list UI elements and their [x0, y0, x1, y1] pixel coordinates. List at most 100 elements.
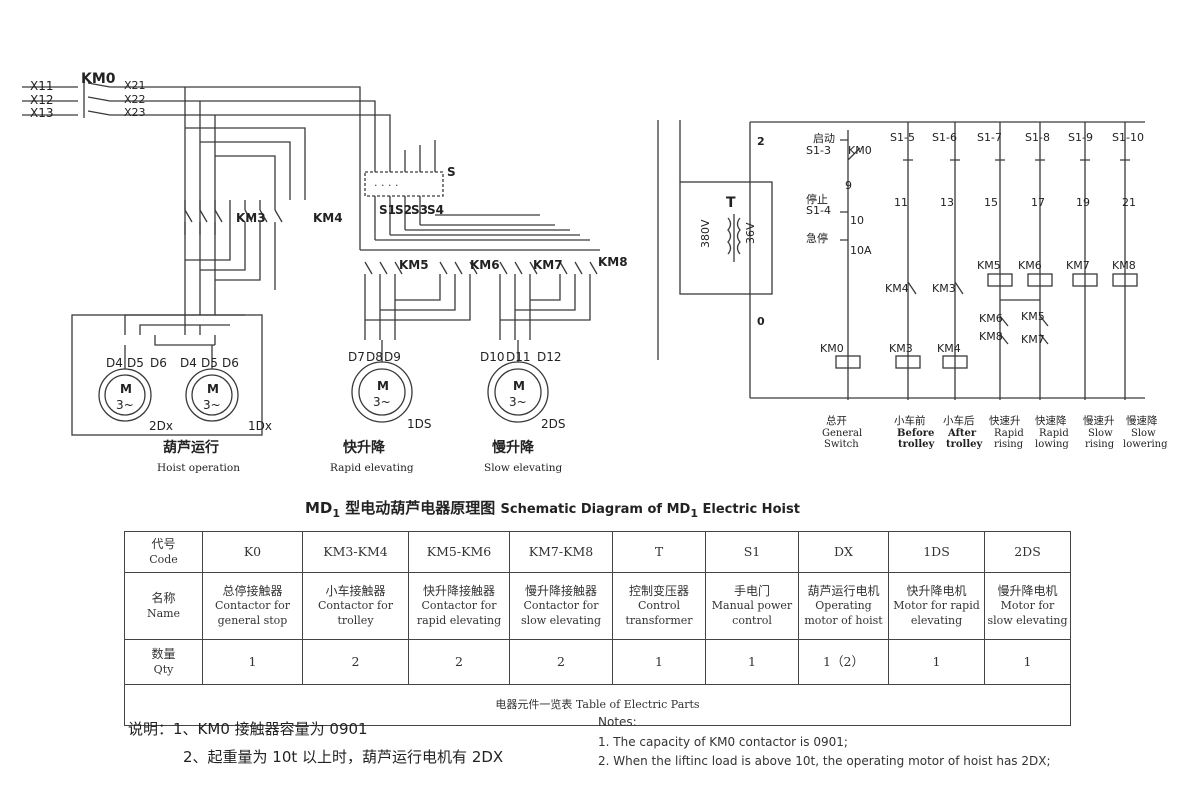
table-cell: 1DS — [888, 531, 985, 573]
motor-1ds-id: 1DS — [407, 417, 432, 431]
interlock-km3 — [954, 281, 964, 295]
caption-slow-rise-cn: 慢速升 — [1083, 415, 1115, 427]
interlock-label-km6: KM6 — [979, 312, 1003, 325]
label-d7: D7 — [348, 350, 365, 364]
start-km0: KM0 — [848, 144, 872, 157]
label-d5a: D5 — [127, 356, 144, 370]
motor-1dx-symbol: M — [207, 382, 219, 396]
km5-km8-contacts — [364, 261, 598, 275]
label-x12: X12 — [30, 93, 54, 107]
table-cell: 1（2） — [798, 639, 889, 685]
caption-before-en1: Before — [897, 428, 935, 439]
control-rail-2 — [749, 121, 1145, 398]
title-cn: 型电动葫芦电器原理图 — [345, 499, 496, 517]
svg-text:. . . .: . . . . — [374, 176, 398, 189]
note-cn-1: 说明：1、KM0 接触器容量为 0901 — [128, 720, 368, 738]
start-label-cn: 启动 — [813, 132, 835, 145]
interlock-label-km7: KM7 — [1021, 333, 1045, 346]
table-caption: 电器元件一览表 Table of Electric Parts — [124, 684, 1071, 726]
ctrl-node-2: 2 — [757, 135, 765, 148]
name-cell-cn: 控制变压器 — [628, 584, 689, 599]
motor-2ds-symbol: M — [513, 379, 525, 393]
node-17: 17 — [1031, 196, 1045, 209]
motor-2ds-id: 2DS — [541, 417, 566, 431]
caption-general-cn: 总开 — [826, 415, 847, 427]
transformer-coils — [727, 214, 741, 262]
control-s1-series — [840, 139, 848, 241]
label-s1: S1 — [379, 203, 396, 217]
coil-km0 — [835, 355, 861, 369]
rapid-caption-cn: 快升降 — [343, 440, 385, 456]
note-cn-2: 2、起重量为 10t 以上时，葫芦运行电机有 2DX — [183, 748, 504, 766]
name-cell-cn: 快升降接触器 — [422, 584, 495, 599]
caption-rapid-rise-en2: rising — [994, 439, 1024, 450]
label-x21: X21 — [124, 79, 146, 92]
name-cell-cn: 手电门 — [733, 584, 770, 599]
qty-cn: 数量 — [151, 647, 176, 662]
qty-en: Qty — [153, 662, 174, 676]
km3-km4-link — [184, 200, 276, 290]
name-cell-en: Control transformer — [625, 599, 693, 628]
hoist-caption-cn: 葫芦运行 — [163, 440, 219, 456]
label-x23: X23 — [124, 106, 146, 119]
name-cell-en: Motor for slow elevating — [987, 599, 1068, 628]
coil-km6 — [1027, 273, 1053, 287]
coil-label-km8: KM8 — [1112, 259, 1136, 272]
caption-after-cn: 小车后 — [943, 415, 975, 427]
motor-1ds-phase: 3~ — [373, 395, 391, 409]
label-d6b: D6 — [222, 356, 239, 370]
coil-label-km3: KM3 — [889, 342, 913, 355]
caption-after-en2: trolley — [946, 439, 983, 450]
table-cell: 2 — [408, 639, 510, 685]
stop-label-cn: 停止 — [806, 193, 828, 206]
table-cell: K0 — [202, 531, 303, 573]
caption-rapid-low-en2: lowing — [1035, 439, 1069, 450]
col-s1-8: S1-8 — [1025, 131, 1050, 144]
transformer-t: T — [726, 195, 736, 211]
title-md: MD — [305, 499, 333, 517]
motor-1ds-symbol: M — [377, 379, 389, 393]
node-10a: 10A — [850, 244, 872, 257]
coil-label-km0: KM0 — [820, 342, 844, 355]
label-km7: KM7 — [533, 258, 563, 272]
stop-s14: S1-4 — [806, 204, 831, 217]
caption-general-en2: Switch — [824, 439, 859, 450]
switch-s-leads — [359, 120, 436, 250]
hoist-motor-frame — [71, 314, 263, 436]
slow-motor-feed — [499, 274, 591, 340]
caption-before-en2: trolley — [898, 439, 935, 450]
note-en-2: 2. When the liftinc load is above 10t, t… — [598, 754, 1051, 768]
table-cell: DX — [798, 531, 889, 573]
diagram-title: MD1 型电动葫芦电器原理图 Schematic Diagram of MD1 … — [305, 497, 800, 520]
transformer-box — [679, 181, 773, 295]
notes-en-title: Notes: — [598, 715, 637, 729]
label-d9: D9 — [384, 350, 401, 364]
interlock-km4 — [907, 281, 917, 295]
transformer-380v: 380V — [699, 219, 712, 248]
supply-line-x12 — [22, 96, 376, 120]
name-cell-en: Manual power control — [711, 599, 793, 628]
label-x13: X13 — [30, 106, 54, 120]
km4-contacts — [244, 209, 283, 223]
interlock-label-km3: KM3 — [932, 282, 956, 295]
name-cell-cn: 慢升降接触器 — [524, 584, 597, 599]
motor-2dx-phase: 3~ — [116, 398, 134, 412]
title-md-sub: 1 — [332, 507, 341, 520]
caption-general-en1: General — [822, 428, 863, 439]
coil-label-km5: KM5 — [977, 259, 1001, 272]
code-cn: 代号 — [151, 537, 176, 552]
coil-label-km7: KM7 — [1066, 259, 1090, 272]
control-km0-branch — [847, 130, 861, 400]
table-cell: KM7-KM8 — [509, 531, 613, 573]
title-en-sub: 1 — [690, 507, 698, 520]
supply-line-x11 — [22, 82, 361, 120]
caption-rapid-rise-cn: 快速升 — [989, 415, 1021, 427]
